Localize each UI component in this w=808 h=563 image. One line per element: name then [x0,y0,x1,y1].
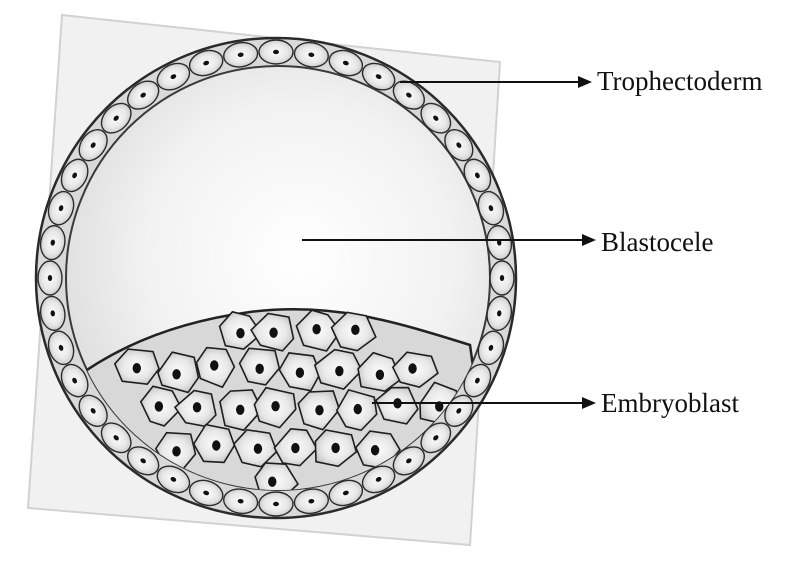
embryoblast-arrowhead [582,397,596,409]
embryoblast-nucleus [315,405,323,415]
embryoblast-nucleus [268,477,276,487]
embryoblast-nucleus [312,324,320,334]
embryoblast-nucleus [354,404,362,414]
embryoblast-nucleus [236,405,244,415]
embryoblast-nucleus [236,328,244,338]
embryoblast-nucleus [296,368,304,378]
embryoblast-nucleus [351,325,359,335]
embryoblast-nucleus [133,363,141,373]
embryoblast-nucleus [291,443,299,453]
embryoblast-nucleus [254,443,262,453]
embryoblast-nucleus [155,401,163,411]
trophectoderm-arrowhead [578,76,592,88]
embryoblast-nucleus [212,440,220,450]
embryoblast-nucleus [408,363,416,373]
trophectoderm-label: Trophectoderm [597,68,762,95]
blastocele-arrowhead [582,234,596,246]
embryoblast-nucleus [193,402,201,412]
embryoblast-nucleus [331,443,339,453]
embryoblast-nucleus [172,369,180,379]
embryoblast-label: Embryoblast [601,390,739,417]
embryoblast-nucleus [371,445,379,455]
trophectoderm-nucleus [273,50,279,54]
embryoblast-nucleus [271,401,279,411]
embryoblast-nucleus [255,364,263,374]
embryoblast-nucleus [172,446,180,456]
blastocele-label: Blastocele [601,229,713,256]
embryoblast-nucleus [376,370,384,380]
embryoblast-nucleus [210,360,218,370]
embryoblast-nucleus [335,366,343,376]
trophectoderm-nucleus [48,275,52,281]
trophectoderm-nucleus [273,502,279,506]
trophectoderm-nucleus [500,275,504,281]
embryoblast-nucleus [269,327,277,337]
